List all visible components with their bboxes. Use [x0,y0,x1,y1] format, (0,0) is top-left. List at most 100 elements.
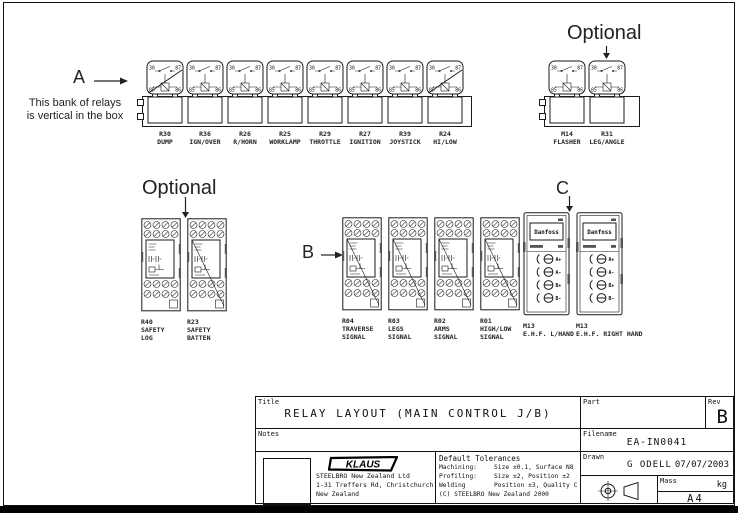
relay-name: FLASHER [553,138,581,146]
svg-text:86: 86 [175,88,181,94]
module-id: M13 [523,322,535,330]
relay-schematic-icon: 30 87 85 86 [226,60,264,124]
relay-id: R24 [439,130,451,138]
relay-id: R40 [141,318,153,326]
svg-text:87: 87 [415,66,421,72]
arrow-down-icon [182,197,189,218]
titleblock-tolerances-cell: Default Tolerances Machining: Size ±0.1,… [435,451,581,504]
svg-text:87: 87 [617,66,623,72]
company-address: STEELBRO New Zealand Ltd 1-31 Treffers R… [316,472,433,499]
svg-text:86: 86 [617,88,623,94]
svg-text:86: 86 [255,88,261,94]
mass-unit: kg [716,480,727,490]
titleblock-title-cell: Title RELAY LAYOUT (MAIN CONTROL J/B) [255,396,581,429]
relay-name: JOYSTICK [389,138,421,146]
ehf-module: Danfoss A+ A- B+ B- M13 E.H.F. RIGHT HAN… [576,212,643,338]
module-name: E.H.F. RIGHT HAND [576,330,643,338]
copyright-note: (C) STEELBRO New Zealand 2000 [439,491,549,498]
relay-name-2: SIGNAL [434,333,458,341]
relay-id: R31 [601,130,613,138]
relay: 30 87 85 86 R39 JOYSTICK [386,60,424,146]
relay-socket: R01 HIGH/LOW SIGNAL [480,217,520,341]
relay-socket-icon [141,218,181,312]
relay-id: R26 [239,130,251,138]
relay: 30 87 85 86 R36 IGN/OVER [186,60,224,146]
rail-clip [539,113,546,120]
company-country: New Zealand [316,490,360,498]
svg-text:30: 30 [189,66,195,72]
svg-text:87: 87 [255,66,261,72]
svg-text:87: 87 [335,66,341,72]
relay-id: R29 [319,130,331,138]
svg-text:87: 87 [215,66,221,72]
module-id: M13 [576,322,588,330]
svg-text:30: 30 [269,66,275,72]
svg-text:86: 86 [335,88,341,94]
drawing-frame-bottom [0,506,738,513]
drawn-date: 07/07/2003 [674,460,729,470]
filename-value: EA-IN0041 [626,437,688,448]
svg-text:30: 30 [149,66,155,72]
part-label: Part [583,398,600,406]
drawing-frame [3,2,735,506]
note-line-1: This bank of relays [28,97,122,109]
relay-name: IGNITION [349,138,381,146]
svg-text:85: 85 [309,88,315,94]
rail-clip [137,99,144,106]
svg-text:86: 86 [577,88,583,94]
relay-bank-optional-top: 30 87 85 86 M14 FLASHER 30 87 85 86 [539,60,640,146]
svg-text:B+: B+ [556,283,562,289]
relay-name: DUMP [157,138,173,146]
relay-schematic-icon: 30 87 85 86 [306,60,344,124]
titleblock-part-cell: Part [580,396,706,429]
logo-placeholder-box [263,458,311,505]
titleblock-notes-cell: Notes [255,428,581,452]
relay-name-2: SIGNAL [480,333,504,341]
relay-schematic-icon: 30 87 85 86 [266,60,304,124]
svg-text:85: 85 [389,88,395,94]
relay-socket-icon [434,217,474,311]
relay-bank-optional-top-row: 30 87 85 86 M14 FLASHER 30 87 85 86 [548,60,626,146]
relay-bank-a: 30 87 85 86 R30 DUMP 30 87 85 86 [137,60,472,146]
optional-mid-label: Optional [142,177,217,199]
company-name: STEELBRO New Zealand Ltd [316,472,410,480]
svg-text:KLAUS: KLAUS [346,460,381,471]
relay: 30 87 85 86 R31 LEG/ANGLE [588,60,626,146]
relay-name: ARMS [434,325,450,333]
relay-name: SAFETY [141,326,165,334]
relay-id: R25 [279,130,291,138]
relay: 30 87 85 86 R30 DUMP [146,60,184,146]
tolerance-row: Machining: Size ±0.1, Surface N8 [439,464,574,471]
svg-text:85: 85 [269,88,275,94]
svg-text:30: 30 [429,66,435,72]
relay-name: HIGH/LOW [480,325,512,333]
ehf-module-icon: Danfoss A+ A- B+ B- [523,212,570,316]
relay-schematic-icon: 30 87 85 86 [548,60,586,124]
module-bank-c: Danfoss A+ A- B+ B- M13 E.H.F. L/HAND [523,212,643,338]
rail-clip [539,99,546,106]
svg-text:87: 87 [375,66,381,72]
relay-name: SAFETY [187,326,211,334]
svg-text:86: 86 [375,88,381,94]
title-label: Title [258,398,280,406]
svg-text:85: 85 [349,88,355,94]
relay-name: LEG/ANGLE [589,138,625,146]
titleblock-projection-cell [580,475,658,504]
titleblock-rev-cell: Rev B [705,396,734,429]
tolerance-label: Welding [439,482,466,489]
relay: 30 87 85 86 R26 R/HORN [226,60,264,146]
relay-socket-icon [342,217,382,311]
relay-bank-optional-mid: R40 SAFETY LOG [141,218,227,342]
relay-bank-b-row: R04 TRAVERSE SIGNAL [342,217,520,341]
relay-name-2: BATTEN [187,334,211,342]
rev-label: Rev [708,398,721,406]
titleblock-filename-cell: Filename EA-IN0041 [580,428,734,452]
module-bank-c-row: Danfoss A+ A- B+ B- M13 E.H.F. L/HAND [523,212,643,338]
relay-name: TRAVERSE [342,325,374,333]
tolerance-row: Profiling: Size ±2, Position ±2 [439,473,570,480]
arrow-right-icon [94,77,128,85]
relay-bank-a-row: 30 87 85 86 R30 DUMP 30 87 85 86 [146,60,464,146]
relay-id: M14 [561,130,573,138]
label-c: C [556,178,569,198]
